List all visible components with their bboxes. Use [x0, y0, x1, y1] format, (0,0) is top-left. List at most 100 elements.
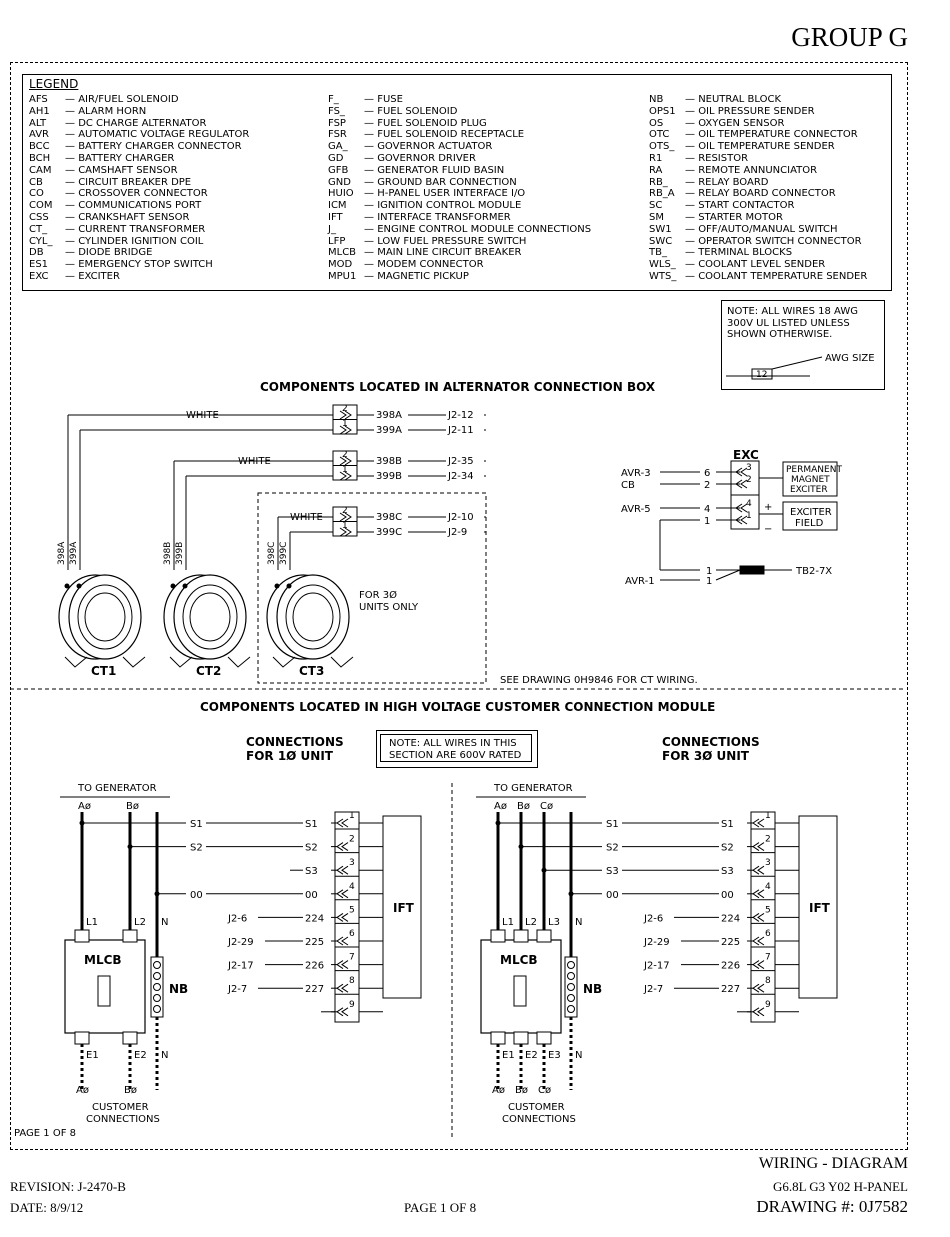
- legend-abbr: CO: [29, 188, 44, 200]
- legend-abbr: AH1: [29, 105, 50, 117]
- out-phase-label: Cø: [538, 1085, 551, 1096]
- terminal-pin-number: 5: [765, 905, 771, 915]
- customer-label: CUSTOMER: [92, 1102, 149, 1113]
- revision: REVISION: J-2470-B: [10, 1179, 126, 1194]
- ct-label: CT3: [299, 664, 324, 678]
- legend-abbr: BCH: [29, 152, 51, 164]
- legend-abbr: CAM: [29, 164, 52, 176]
- line-label: L2: [134, 917, 146, 928]
- phase-label: Bø: [517, 801, 530, 812]
- ift-label: IFT: [809, 901, 831, 915]
- connections-heading: CONNECTIONS: [246, 735, 344, 749]
- connector-pin-number: 1: [342, 521, 348, 531]
- wire-destination: J2-35: [447, 456, 474, 467]
- legend-abbr: BCC: [29, 141, 50, 153]
- junction-dot: [64, 583, 70, 589]
- terminal-source: S2: [606, 843, 619, 854]
- phase-label: Aø: [78, 801, 91, 812]
- ct-wire-label: 399B: [175, 542, 185, 565]
- legend-desc: GENERATOR FLUID BASIN: [364, 165, 504, 177]
- legend-desc: FUEL SOLENOID: [364, 106, 457, 118]
- legend-entry: ALTDC CHARGE ALTERNATOR: [29, 118, 249, 130]
- legend-entry: HUIOH-PANEL USER INTERFACE I/O: [328, 188, 591, 200]
- nb-label: NB: [169, 982, 188, 996]
- connector-pin-symbol: [339, 410, 352, 420]
- connector-pin-symbol: [339, 512, 352, 522]
- hv-note-box: NOTE: ALL WIRES IN THIS SECTION ARE 600V…: [376, 730, 538, 768]
- terminal-wire-number: 224: [721, 913, 740, 924]
- white-wire-label: WHITE: [238, 456, 271, 467]
- terminal-pin-number: 8: [349, 976, 355, 986]
- pmg-label-2: MAGNET: [791, 475, 830, 485]
- legend-entry: GA_ GOVERNOR ACTUATOR: [328, 141, 591, 153]
- legend-desc: REMOTE ANNUNCIATOR: [685, 165, 817, 177]
- mlcb-label: MLCB: [500, 953, 538, 967]
- legend-abbr: COM: [29, 200, 53, 212]
- wire-number: 1: [706, 576, 712, 587]
- out-phase-label: Aø: [492, 1085, 505, 1096]
- breaker-terminal: [513, 929, 529, 943]
- connector-pin-symbol: [752, 889, 765, 899]
- ct-wire-label: 399C: [279, 542, 289, 565]
- legend-desc: MODEM CONNECTOR: [364, 259, 483, 271]
- legend-entry: MPU1MAGNETIC PICKUP: [328, 271, 591, 283]
- legend-desc: EXCITER: [65, 271, 120, 283]
- ct-wire-label: 398A: [57, 541, 67, 565]
- breaker-terminal: [122, 929, 138, 943]
- breaker-terminal: [513, 1031, 529, 1045]
- phase-label: Aø: [494, 801, 507, 812]
- legend-desc: NEUTRAL BLOCK: [685, 94, 781, 106]
- connections-heading-2: FOR 3Ø UNIT: [662, 749, 750, 763]
- wire-destination: J2-11: [447, 425, 474, 436]
- field-label: EXCITER: [790, 507, 832, 518]
- terminal-source: J2-6: [227, 913, 247, 924]
- line-label: N: [161, 917, 168, 928]
- legend-desc: CURRENT TRANSFORMER: [65, 224, 205, 236]
- legend-entry: OPS1OIL PRESSURE SENDER: [649, 106, 867, 118]
- connector-pin-symbol: [339, 471, 352, 481]
- legend-desc: COOLANT TEMPERATURE SENDER: [685, 271, 867, 283]
- legend-entry: RB_RELAY BOARD: [649, 177, 867, 189]
- terminal-wire-number: 227: [721, 984, 740, 995]
- connector-pin-symbol: [735, 503, 748, 513]
- load-label: E3: [548, 1050, 561, 1061]
- legend-desc: GOVERNOR ACTUATOR: [364, 141, 492, 153]
- connector-pin-number: 1: [342, 419, 348, 429]
- legend-desc: RELAY BOARD CONNECTOR: [685, 188, 836, 200]
- legend-abbr: RA: [649, 164, 663, 176]
- terminal-pin-number: 7: [349, 953, 355, 963]
- wire: [715, 569, 741, 581]
- legend-desc: OIL TEMPERATURE SENDER: [685, 141, 835, 153]
- connector-pin-symbol: [336, 960, 349, 970]
- connector-pin-number: 1: [342, 465, 348, 475]
- terminal-source: J2-29: [227, 937, 254, 948]
- hv-note-text: NOTE: ALL WIRES IN THIS SECTION ARE 600V…: [380, 734, 532, 762]
- line-label: L1: [86, 917, 98, 928]
- legend-desc: BATTERY CHARGER CONNECTOR: [65, 141, 241, 153]
- legend-desc: GOVERNOR DRIVER: [364, 153, 476, 165]
- terminal-pin-number: 6: [349, 929, 355, 939]
- terminal-wire-number: S3: [305, 866, 318, 877]
- junction-dot: [274, 583, 280, 589]
- breaker-terminal: [536, 929, 552, 943]
- legend-desc: AIR/FUEL SOLENOID: [65, 94, 178, 106]
- nb-terminal: [567, 961, 575, 969]
- terminal-wire-number: 226: [305, 961, 324, 972]
- legend-abbr: GFB: [328, 164, 349, 176]
- legend-desc: EMERGENCY STOP SWITCH: [65, 259, 213, 271]
- terminal-source: 00: [190, 890, 203, 901]
- legend-desc: RELAY BOARD: [685, 177, 768, 189]
- model-name: G6.8L G3 Y02 H-PANEL: [772, 1179, 908, 1194]
- legend-entry: AH1ALARM HORN: [29, 106, 249, 118]
- nb-terminal: [153, 961, 161, 969]
- phase-label: Cø: [540, 801, 553, 812]
- connector-pin-symbol: [336, 865, 349, 875]
- legend-abbr: GA_: [328, 141, 348, 153]
- terminal-source: J2-17: [643, 961, 670, 972]
- legend-entry: FSPFUEL SOLENOID PLUG: [328, 118, 591, 130]
- customer-label-2: CONNECTIONS: [86, 1114, 160, 1125]
- ct-toroid: [173, 574, 247, 660]
- legend-abbr: FS_: [328, 105, 345, 117]
- drawing-number: DRAWING #: 0J7582: [756, 1197, 908, 1216]
